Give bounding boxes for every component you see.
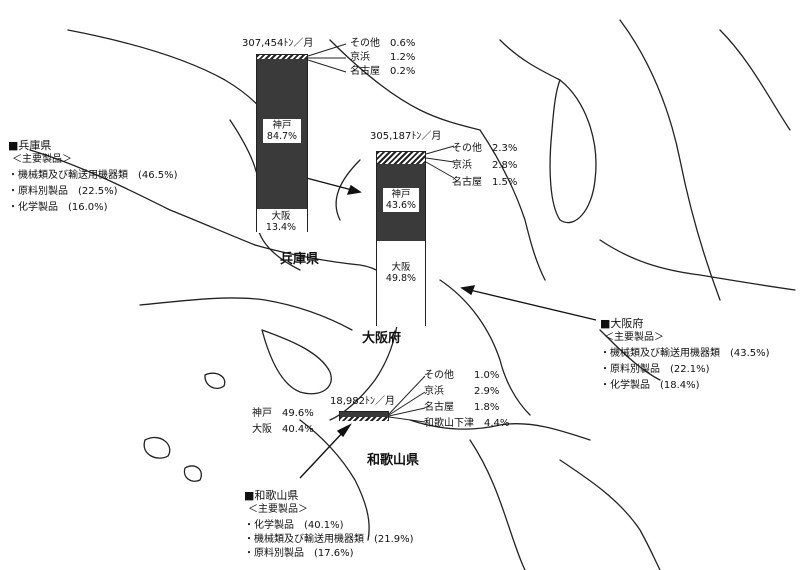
osaka-products-title: ■大阪府 xyxy=(600,317,644,330)
osaka-bar-other-segment xyxy=(377,152,425,164)
osaka-nagoya-label: 名古屋 1.5% xyxy=(452,177,518,188)
hyogo-bar-total: 307,454ﾄﾝ／月 xyxy=(242,38,314,49)
hyogo-osaka-share: 13.4% xyxy=(265,222,297,233)
boundary-kyoto-north xyxy=(329,39,481,131)
osaka-bar-osaka-label: 大阪 49.8% xyxy=(381,262,421,284)
wakayama-kobe-label: 神戸 49.6% xyxy=(252,408,314,419)
hyogo-nagoya-label: 名古屋 0.2% xyxy=(350,66,416,77)
boundary-wakayama-east xyxy=(469,439,526,570)
wakayama-other-label: その他 1.0% xyxy=(424,370,500,381)
osaka-other-label: その他 2.3% xyxy=(452,143,518,154)
coastline-harima xyxy=(139,297,353,331)
boundary-west xyxy=(29,149,256,246)
hyogo-bar-other-segment xyxy=(257,55,307,59)
hyogo-product-item: ・化学製品 (16.0%) xyxy=(8,202,108,213)
arrow-hyogo-head xyxy=(346,184,362,195)
coastline-northeast xyxy=(719,29,791,131)
wakayama-bar-osaka-segment xyxy=(340,417,388,421)
coastline-northwest xyxy=(67,29,271,121)
coastline-wakayama xyxy=(299,419,370,541)
wakayama-bar-total: 18,982ﾄﾝ／月 xyxy=(330,396,395,407)
island-small-2 xyxy=(143,436,171,459)
hyogo-bar-leaders xyxy=(307,43,347,73)
boundary-inland-2 xyxy=(599,329,661,381)
wakayama-product-item: ・機械類及び輸送用機器類 (21.9%) xyxy=(244,534,414,545)
hyogo-other-label: その他 0.6% xyxy=(350,38,416,49)
arrow-wakayama-head xyxy=(336,423,352,438)
boundary-wakayama-north xyxy=(409,419,591,441)
boundary-inland-1 xyxy=(335,159,361,221)
coastline-east xyxy=(619,19,721,301)
island-small-3 xyxy=(183,465,202,482)
osaka-product-item: ・原料別製品 (22.1%) xyxy=(600,364,710,375)
wakayama-product-item: ・化学製品 (40.1%) xyxy=(244,520,344,531)
wakayama-bar-leaders xyxy=(388,375,426,423)
wakayama-products-subtitle: ＜主要製品＞ xyxy=(248,504,308,515)
osaka-osaka-share: 49.8% xyxy=(385,273,417,284)
hyogo-bar: 神戸 84.7% 大阪 13.4% xyxy=(256,54,308,233)
osaka-product-item: ・機械類及び輸送用機器類 (43.5%) xyxy=(600,348,770,359)
wakayama-bar-kobe-segment xyxy=(340,412,388,417)
prefecture-hyogo: 兵庫県 xyxy=(280,252,320,267)
hyogo-product-item: ・原料別製品 (22.5%) xyxy=(8,186,118,197)
prefecture-wakayama: 和歌山県 xyxy=(367,453,420,468)
wakayama-shimotsu-label: 和歌山下津 4.4% xyxy=(424,418,510,429)
osaka-kobe-name: 神戸 xyxy=(391,189,411,200)
hyogo-keihin-label: 京浜 1.2% xyxy=(350,52,416,63)
lake-biwa xyxy=(549,79,597,224)
osaka-kobe-share: 43.6% xyxy=(385,200,417,211)
hyogo-bar-kobe-label: 神戸 84.7% xyxy=(263,119,301,143)
osaka-bar-leaders xyxy=(425,145,455,179)
wakayama-osaka-label: 大阪 40.4% xyxy=(252,424,314,435)
awaji-island xyxy=(261,329,332,395)
boundary-shiga xyxy=(499,39,561,81)
arrow-osaka xyxy=(469,289,597,321)
island-small-1 xyxy=(204,372,226,390)
osaka-bar-kobe-label: 神戸 43.6% xyxy=(383,188,419,212)
osaka-osaka-name: 大阪 xyxy=(391,262,411,273)
wakayama-keihin-label: 京浜 2.9% xyxy=(424,386,500,397)
wakayama-products-title: ■和歌山県 xyxy=(244,489,299,502)
coastline-south-east xyxy=(559,459,661,570)
wakayama-bar xyxy=(339,411,389,421)
osaka-products-subtitle: ＜主要製品＞ xyxy=(604,332,664,343)
hyogo-kobe-share: 84.7% xyxy=(266,131,298,142)
osaka-bar-osaka-segment xyxy=(377,241,425,327)
hyogo-product-item: ・機械類及び輸送用機器類 (46.5%) xyxy=(8,170,178,181)
boundary-kyoto-east xyxy=(479,129,546,281)
hyogo-bar-osaka-segment xyxy=(257,209,307,233)
hyogo-products-subtitle: ＜主要製品＞ xyxy=(12,154,72,165)
hyogo-bar-osaka-label: 大阪 13.4% xyxy=(261,211,301,233)
arrow-osaka-head xyxy=(460,285,476,296)
osaka-product-item: ・化学製品 (18.4%) xyxy=(600,380,700,391)
wakayama-product-item: ・原料別製品 (17.6%) xyxy=(244,548,354,559)
osaka-bar: 神戸 43.6% 大阪 49.8% xyxy=(376,151,426,327)
wakayama-nagoya-label: 名古屋 1.8% xyxy=(424,402,500,413)
osaka-keihin-label: 京浜 2.8% xyxy=(452,160,518,171)
osaka-bar-total: 305,187ﾄﾝ／月 xyxy=(370,131,442,142)
hyogo-osaka-name: 大阪 xyxy=(271,211,291,222)
boundary-mie xyxy=(599,239,796,291)
arrow-wakayama xyxy=(299,429,346,479)
hyogo-kobe-name: 神戸 xyxy=(272,120,292,131)
hyogo-products-title: ■兵庫県 xyxy=(8,139,52,152)
boundary-nara xyxy=(439,279,531,416)
prefecture-osaka: 大阪府 xyxy=(362,331,402,346)
